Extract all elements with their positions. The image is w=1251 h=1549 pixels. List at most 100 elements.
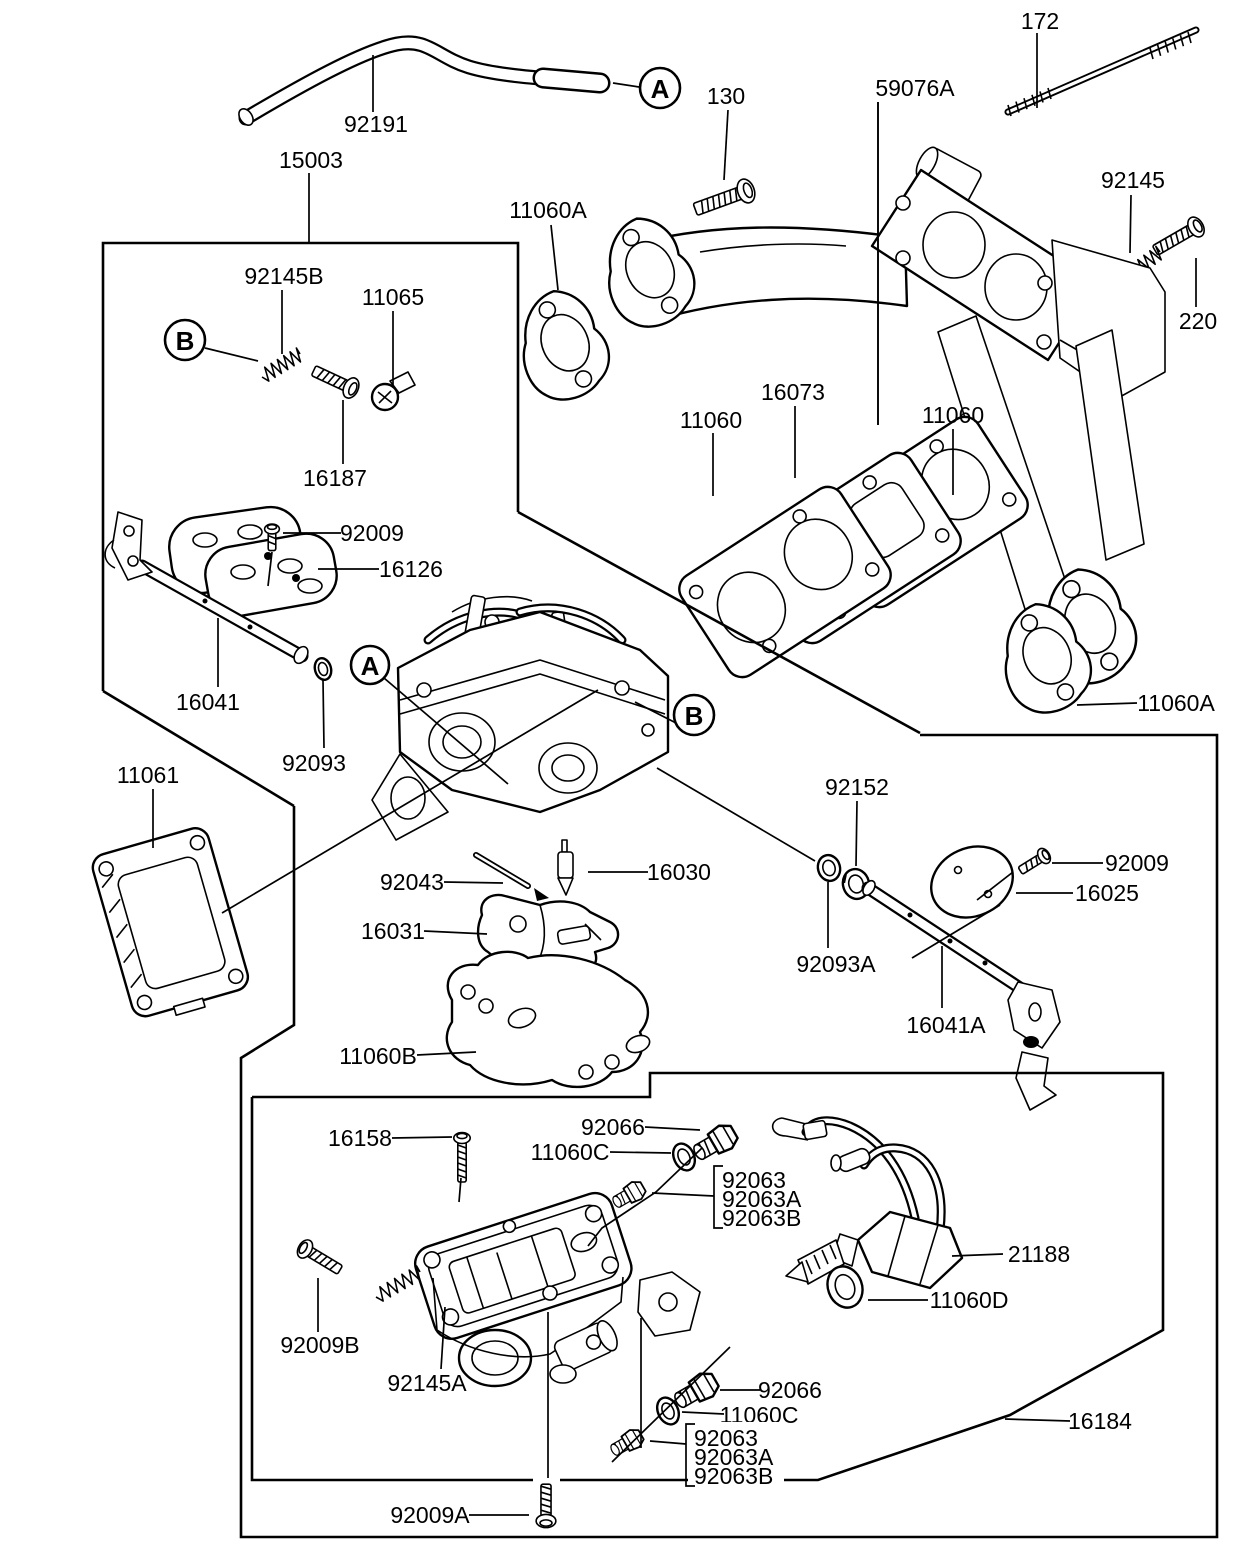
- callout-circle-A: [349, 644, 391, 686]
- part-label-16025: 16025: [1075, 880, 1139, 906]
- leader-line: [383, 677, 509, 785]
- part-label-11061: 11061: [117, 762, 179, 788]
- part-92009B-screw: [296, 1239, 343, 1275]
- part-label-11060B: 11060B: [339, 1043, 417, 1069]
- part-92009-screw-left: [263, 523, 281, 552]
- part-label-172: 172: [1021, 8, 1059, 34]
- part-92063-fitting-upper: [612, 1181, 647, 1208]
- leader-line: [609, 1151, 672, 1154]
- part-label-16187: 16187: [303, 465, 367, 491]
- part-label-16184: 16184: [1068, 1408, 1132, 1434]
- part-92066-plug-upper: [693, 1124, 739, 1161]
- part-label-16158: 16158: [328, 1125, 392, 1151]
- label-group-bg: [688, 1422, 784, 1501]
- part-label-11060D: 11060D: [930, 1287, 1009, 1313]
- part-59076A-intake-manifold: [608, 146, 1166, 685]
- leader-line: [855, 800, 858, 867]
- part-11060D-oring: [826, 1265, 864, 1309]
- manifold-left-foot: [608, 217, 696, 328]
- part-16158-screw: [453, 1131, 471, 1183]
- part-11060A-gasket-left: [522, 290, 611, 401]
- leader-line: [644, 1126, 701, 1131]
- part-92043-float-pin: [473, 852, 549, 901]
- leader-line: [416, 1051, 477, 1056]
- part-220-screw: [1152, 216, 1205, 256]
- part-label-15003: 15003: [279, 147, 343, 173]
- part-label-92093A: 92093A: [796, 951, 876, 977]
- leader-line: [612, 82, 640, 88]
- part-16025-choke-plate: [930, 845, 1014, 919]
- part-130-bolt: [692, 178, 756, 216]
- part-11060B-gasket: [445, 950, 651, 1089]
- leader-line: [322, 679, 325, 749]
- callout-letter-A: A: [651, 74, 670, 104]
- part-label-11060: 11060: [922, 402, 984, 428]
- part-label-92063: 92063: [694, 1425, 758, 1451]
- callout-circle-B: [163, 318, 207, 362]
- part-label-92009A: 92009A: [390, 1502, 470, 1528]
- part-label-92093: 92093: [282, 750, 346, 776]
- part-172-stud: [1004, 26, 1200, 117]
- leader-line: [550, 224, 559, 291]
- part-label-11060A: 11060A: [1137, 690, 1215, 716]
- part-16126-plate: [168, 505, 338, 618]
- part-92152-collar: [841, 867, 871, 901]
- part-label-92009: 92009: [340, 520, 404, 546]
- leader-line: [634, 701, 677, 724]
- part-label-92009: 92009: [1105, 850, 1169, 876]
- part-92093-washer: [313, 656, 333, 682]
- leader-line: [951, 1253, 1004, 1257]
- label-group-bracket: [685, 1423, 695, 1487]
- leader-line: [1129, 194, 1132, 254]
- part-label-92191: 92191: [344, 111, 408, 137]
- callout-letter-A: A: [361, 651, 380, 681]
- part-label-92043: 92043: [380, 869, 444, 895]
- part-label-220: 220: [1179, 308, 1217, 334]
- part-label-92063A: 92063A: [694, 1444, 774, 1470]
- part-92145A-spring: [375, 1265, 421, 1302]
- part-11060C-oring-upper: [671, 1142, 697, 1172]
- part-11065-cap: [370, 371, 416, 412]
- part-label-16041A: 16041A: [906, 1012, 986, 1038]
- part-label-11060A: 11060A: [509, 197, 587, 223]
- part-label-16073: 16073: [761, 379, 825, 405]
- diagram-artwork: [91, 26, 1205, 1529]
- part-label-16041: 16041: [176, 689, 240, 715]
- part-label-92066: 92066: [758, 1377, 822, 1403]
- leader-line: [723, 109, 729, 181]
- part-label-130: 130: [707, 83, 745, 109]
- leader-line: [423, 930, 488, 935]
- diagram-group-boxes: [101, 102, 1219, 1539]
- leader-line: [440, 1306, 446, 1370]
- part-label-16030: 16030: [647, 859, 711, 885]
- leader-line: [1004, 1418, 1071, 1422]
- leader-line: [681, 1411, 725, 1415]
- leader-line: [391, 1136, 453, 1139]
- leader-line: [204, 347, 259, 362]
- part-92009A-screw: [535, 1483, 557, 1529]
- part-label-11060: 11060: [680, 407, 742, 433]
- part-label-92063: 92063: [722, 1167, 786, 1193]
- part-label-92145A: 92145A: [387, 1370, 467, 1396]
- part-92145B-spring: [261, 347, 302, 382]
- part-label-92145B: 92145B: [244, 263, 323, 289]
- part-label-16031: 16031: [361, 918, 425, 944]
- part-92191-fuel-hose: [238, 35, 611, 126]
- part-label-59076A: 59076A: [875, 75, 955, 101]
- part-label-92063B: 92063B: [694, 1463, 773, 1489]
- part-label-21188: 21188: [1008, 1241, 1070, 1267]
- callout-circle-B: [672, 693, 716, 737]
- callout-letter-B: B: [685, 701, 704, 731]
- callout-circle-A: [638, 66, 682, 110]
- part-15003-carburetor-assy: [371, 594, 670, 841]
- leader-line: [651, 1192, 715, 1197]
- part-label-16126: 16126: [379, 556, 443, 582]
- leader-line: [649, 1440, 687, 1445]
- part-11060A-gasket-right: [1004, 603, 1093, 714]
- part-label-11060C: 11060C: [531, 1139, 610, 1165]
- part-float-bowl: [413, 1191, 701, 1388]
- part-16187-pilot-screw: [311, 365, 360, 399]
